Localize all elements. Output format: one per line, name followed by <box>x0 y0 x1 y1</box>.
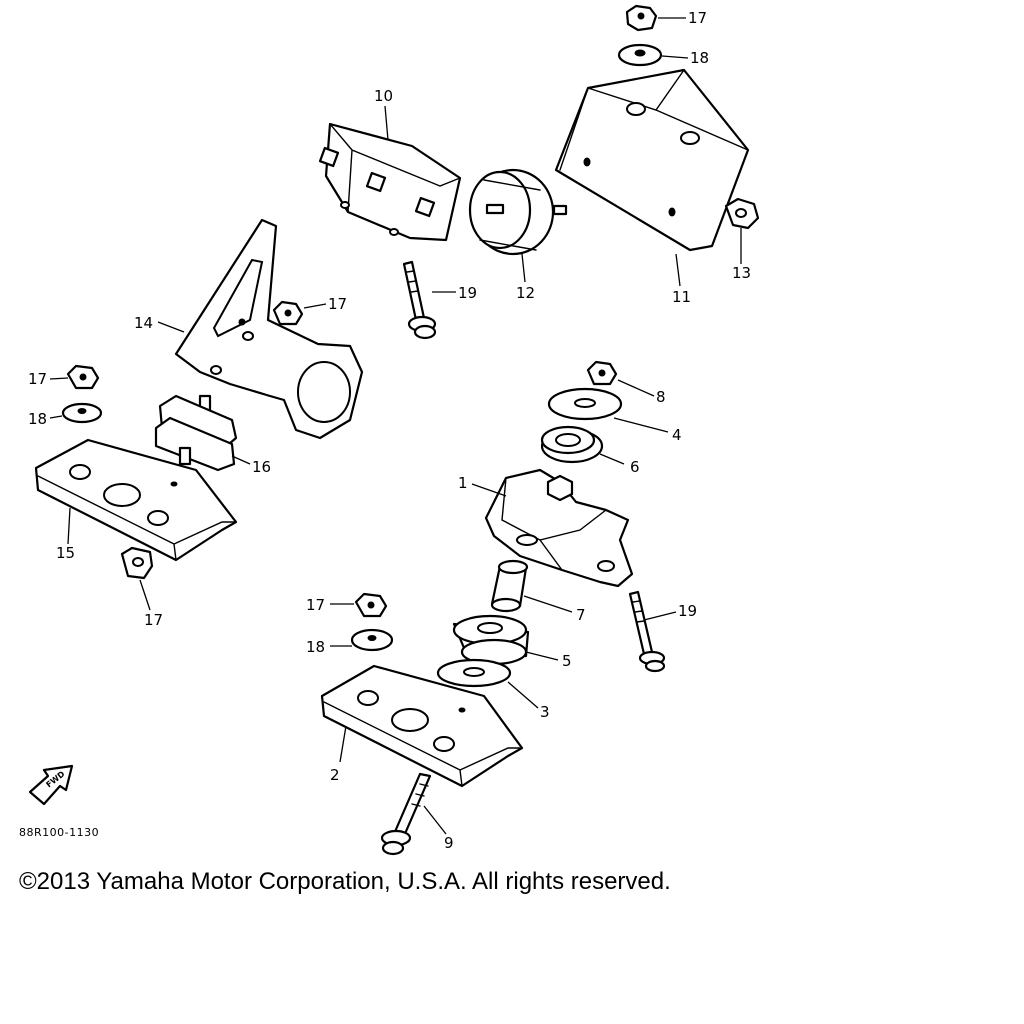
fwd-arrow-icon: FWD <box>28 764 74 806</box>
callout-12: 12 <box>516 284 535 302</box>
callout-2: 2 <box>330 766 340 784</box>
part-1-bracket <box>484 468 634 588</box>
part-18-washer-left <box>61 402 103 424</box>
part-17-nut-lower <box>354 592 388 618</box>
callout-8: 8 <box>656 388 666 406</box>
part-17-nut-top <box>625 4 658 32</box>
part-14-bracket <box>174 218 364 440</box>
callout-17: 17 <box>688 9 707 27</box>
part-10-bracket <box>318 122 462 242</box>
part-7-collar <box>490 559 529 613</box>
callout-17: 17 <box>144 611 163 629</box>
part-13-nut <box>724 197 760 230</box>
callout-numbers: 17 18 10 11 12 13 19 17 14 17 18 16 15 1… <box>28 9 751 852</box>
part-19-bolt-right <box>628 590 666 673</box>
part-17-nut-lower-left <box>120 546 154 580</box>
callout-9: 9 <box>444 834 454 852</box>
part-17-nut-bracket <box>272 300 304 326</box>
part-15-plate <box>34 438 238 562</box>
callout-1: 1 <box>458 474 468 492</box>
callout-11: 11 <box>672 288 691 306</box>
part-11-cover <box>554 68 750 252</box>
part-19-bolt-upper <box>402 260 437 340</box>
part-18-washer-top <box>617 43 663 67</box>
part-17-nut-left <box>66 364 100 390</box>
callout-4: 4 <box>672 426 682 444</box>
part-8-nut <box>586 360 618 386</box>
part-9-bolt <box>380 772 432 856</box>
part-16-rubber-mount <box>154 394 238 472</box>
leader-lines <box>49 17 742 835</box>
drawing-code: 88R100-1130 <box>19 826 100 839</box>
callout-6: 6 <box>630 458 640 476</box>
part-4-washer <box>547 387 623 421</box>
part-5-rubber-damper <box>452 614 530 666</box>
callout-5: 5 <box>562 652 572 670</box>
part-18-washer-lower <box>350 628 394 652</box>
callout-19: 19 <box>678 602 697 620</box>
callout-15: 15 <box>56 544 75 562</box>
callout-17: 17 <box>328 295 347 313</box>
callout-18: 18 <box>690 49 709 67</box>
callout-16: 16 <box>252 458 271 476</box>
callout-18: 18 <box>306 638 325 656</box>
callout-19: 19 <box>458 284 477 302</box>
callout-17: 17 <box>306 596 325 614</box>
callout-17: 17 <box>28 370 47 388</box>
callout-10: 10 <box>374 87 393 105</box>
callout-14: 14 <box>134 314 153 332</box>
part-2-plate <box>320 664 524 788</box>
copyright-notice: ©2013 Yamaha Motor Corporation, U.S.A. A… <box>19 868 671 895</box>
callout-13: 13 <box>732 264 751 282</box>
callout-18: 18 <box>28 410 47 428</box>
part-6-spacer <box>540 425 604 464</box>
part-12-mount-damper <box>468 168 568 256</box>
callout-3: 3 <box>540 703 550 721</box>
parts-exploded-diagram: FWD 17 18 10 11 12 13 <box>28 4 760 856</box>
callout-7: 7 <box>576 606 586 624</box>
part-3-washer <box>436 658 512 688</box>
